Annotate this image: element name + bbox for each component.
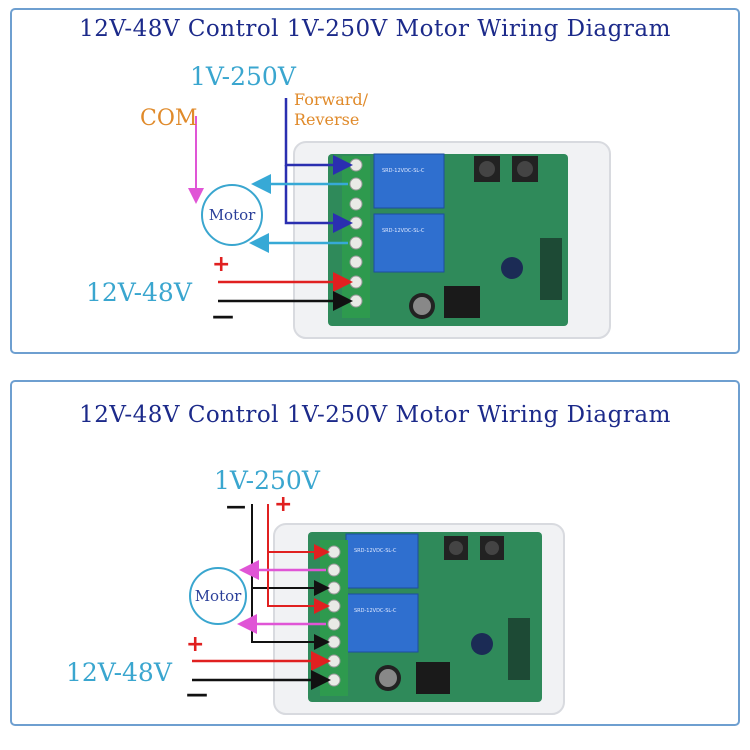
- direction-label-line1: Forward/: [294, 90, 369, 109]
- wiring-panel-forward-reverse: 12V-48V Control 1V-250V Motor Wiring Dia…: [10, 8, 740, 354]
- svg-text:SRD-12VDC-SL-C: SRD-12VDC-SL-C: [354, 608, 397, 614]
- rf-module: [540, 238, 562, 300]
- load-voltage-label: 1V-250V: [214, 466, 320, 495]
- load-negative-wire-2: [251, 588, 330, 650]
- relay-1: [345, 533, 419, 589]
- motor-circle: [201, 184, 263, 246]
- capacitor-2: [501, 257, 523, 279]
- panel-title: 12V-48V Control 1V-250V Motor Wiring Dia…: [79, 16, 671, 42]
- minus-sign: —: [212, 304, 234, 329]
- wiring-diagram-2: SRD-12VDC-SL-C SRD-12VDC-SL-C Motor: [189, 504, 565, 715]
- chip: [444, 286, 480, 318]
- svg-text:SRD-12VDC-SL-C: SRD-12VDC-SL-C: [382, 168, 425, 174]
- motor-label: Motor: [209, 206, 256, 224]
- svg-text:SRD-12VDC-SL-C: SRD-12VDC-SL-C: [382, 228, 425, 234]
- relay-2: [345, 593, 419, 653]
- plus-sign: +: [186, 632, 205, 657]
- plus-top-sign: +: [274, 492, 293, 517]
- rf-module: [508, 618, 530, 680]
- minus-sign: —: [186, 682, 208, 707]
- control-voltage-label: 12V-48V: [66, 658, 172, 687]
- minus-top-sign: —: [226, 494, 246, 518]
- capacitor-2: [471, 633, 493, 655]
- wiring-panel-polarity: 12V-48V Control 1V-250V Motor Wiring Dia…: [10, 380, 740, 726]
- motor-circle: [189, 567, 247, 625]
- motor-label: Motor: [195, 587, 242, 605]
- panel-title: 12V-48V Control 1V-250V Motor Wiring Dia…: [79, 402, 671, 428]
- svg-text:SRD-12VDC-SL-C: SRD-12VDC-SL-C: [354, 548, 397, 554]
- plus-sign: +: [212, 252, 231, 277]
- relay-1: [373, 153, 445, 209]
- terminal-screws: [327, 545, 341, 687]
- chip: [416, 662, 450, 694]
- control-voltage-label: 12V-48V: [86, 278, 192, 307]
- relay-2: [373, 213, 445, 273]
- load-voltage-label: 1V-250V: [190, 62, 296, 91]
- com-label: COM: [140, 106, 198, 131]
- wiring-diagram-1: SRD-12VDC-SL-C SRD-12VDC-SL-C Motor: [188, 98, 611, 339]
- direction-label-line2: Reverse: [294, 110, 360, 129]
